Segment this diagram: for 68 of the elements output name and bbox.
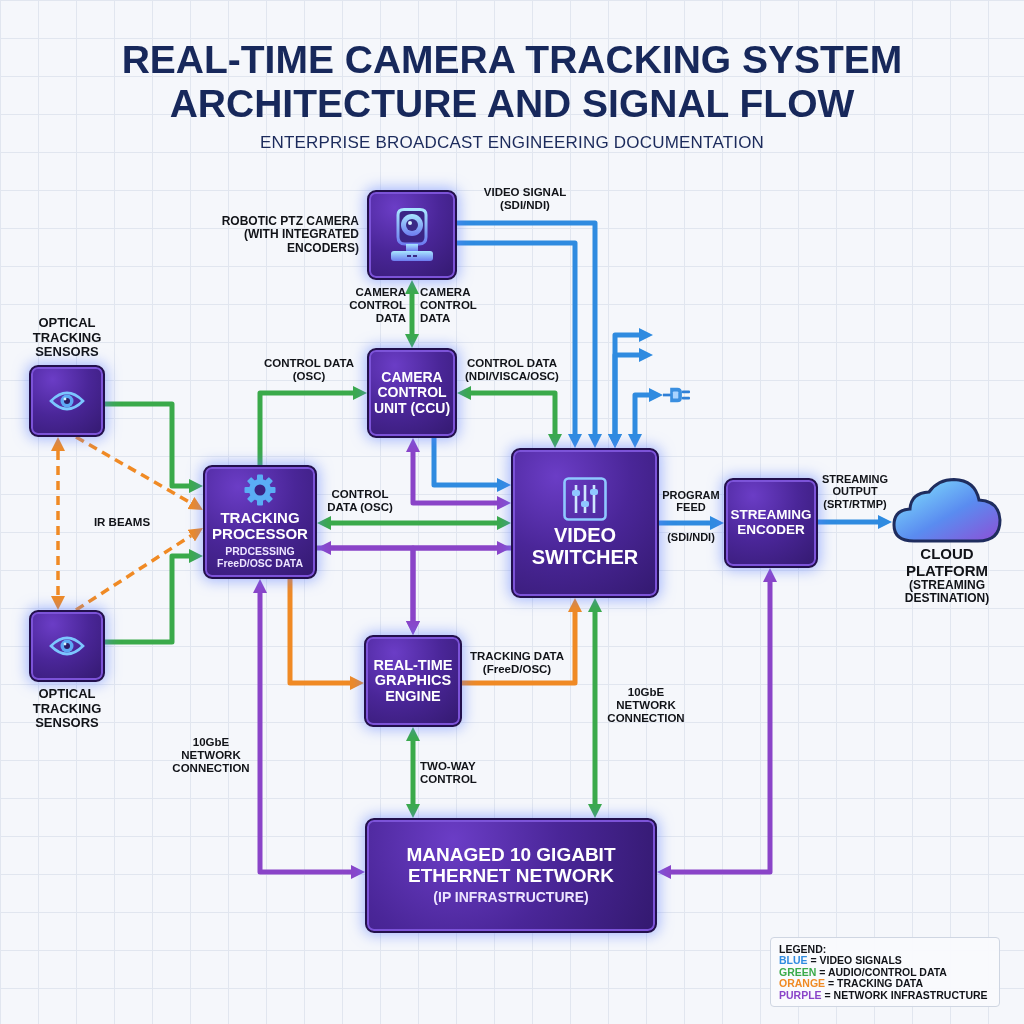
legend-color-key: ORANGE: [779, 978, 826, 990]
arrow: [818, 515, 892, 529]
engine-box: [364, 635, 462, 727]
control-unit-box: [367, 348, 457, 438]
node-title: VIDEO SWITCHER: [530, 525, 640, 569]
beam-label: IR BEAMS: [92, 516, 152, 529]
arrow: [457, 220, 602, 448]
legend-text: = AUDIO/CONTROL DATA: [818, 966, 947, 978]
node-subtitle: (IP INFRASTRUCTURE): [433, 890, 589, 906]
legend-color-key: PURPLE: [779, 989, 822, 1001]
arrow: [431, 438, 511, 492]
arrow: [317, 516, 511, 530]
edge-label: CONTROL DATA (OSC): [326, 488, 394, 514]
encoder-box: [724, 478, 818, 568]
legend-text: = VIDEO SIGNALS: [809, 955, 902, 967]
arrow: [105, 401, 203, 493]
arrow: [462, 598, 582, 686]
node-title: CLOUD PLATFORM: [904, 546, 990, 579]
arrow: [253, 579, 365, 879]
legend-text: = NETWORK INFRASTRUCTURE: [823, 989, 988, 1001]
node-heading: OPTICAL TRACKING SENSORS: [31, 687, 103, 731]
edge-label: PROGRAM FEED: [661, 489, 721, 514]
arrow: [628, 388, 663, 448]
node-title: REAL-TIME GRAPHICS ENGINE: [372, 657, 454, 705]
arrow: [406, 727, 420, 818]
legend-text: = TRACKING DATA: [827, 978, 923, 990]
line-label: CAMERA CONTROL DATA: [348, 286, 406, 325]
subtitle: ENTERPRISE BROADCAST ENGINEERING DOCUMENTATION: [258, 133, 766, 153]
arrow: [317, 545, 420, 635]
network-box: [365, 818, 657, 933]
node-heading: ROBOTIC PTZ CAMERA (WITH INTEGRATED ENCODERS): [220, 214, 359, 256]
arrow: [105, 549, 203, 645]
switcher-box: [511, 448, 659, 598]
node-heading: OPTICAL TRACKING SENSORS: [31, 316, 103, 360]
edge-label: VIDEO SIGNAL (SDI/NDI): [482, 186, 568, 212]
arrow: [457, 386, 562, 448]
legend-color-key: GREEN: [779, 966, 817, 978]
edge-label: TWO-WAY CONTROL: [420, 760, 478, 786]
arrow: [657, 568, 777, 879]
dashed-arrow: [75, 528, 203, 612]
node-title: CAMERA CONTROL UNIT (CCU): [373, 370, 451, 416]
edge-label: CONTROL DATA (NDI/VISCA/OSC): [464, 357, 560, 383]
arrow: [659, 516, 724, 530]
arrow: [287, 579, 364, 690]
edge-label: CONTROL DATA (OSC): [262, 357, 356, 383]
edge-label: TRACKING DATA (FreeD/OSC): [468, 650, 566, 676]
dashed-arrow: [51, 437, 65, 610]
arrow: [406, 438, 511, 510]
arrow: [405, 280, 419, 348]
node-subtitle: PRDCESSING FreeD/OSC DATA: [216, 546, 304, 570]
node-title: MANAGED 10 GIGABIT ETHERNET NETWORK: [405, 845, 617, 887]
edge-label: 10GbE NETWORK CONNECTION: [171, 736, 251, 775]
arrow: [457, 240, 582, 448]
arrow: [608, 328, 653, 448]
dashed-arrow: [75, 435, 204, 510]
node-title: TRACKING PROCESSOR: [211, 510, 309, 543]
node-title: STREAMING ENCODER: [730, 508, 812, 538]
diagram-title: REAL-TIME CAMERA TRACKING SYSTEM ARCHITECTURE AND SIGNAL FLOW: [120, 38, 904, 126]
edge-label: STREAMING OUTPUT (SRT/RTMP): [821, 473, 889, 510]
edge-label: CAMERA CONTROL DATA: [420, 286, 478, 325]
arrow: [257, 386, 367, 465]
legend-color-key: BLUE: [779, 955, 808, 967]
edge-label: 10GbE NETWORK CONNECTION: [606, 686, 686, 725]
legend-title: LEGEND:: [779, 943, 828, 955]
arrow: [588, 598, 602, 818]
node-subtitle: (STREAMING DESTINATION): [903, 579, 991, 606]
processor-box: [203, 465, 317, 579]
line-label: (SDI/NDI): [666, 531, 716, 544]
